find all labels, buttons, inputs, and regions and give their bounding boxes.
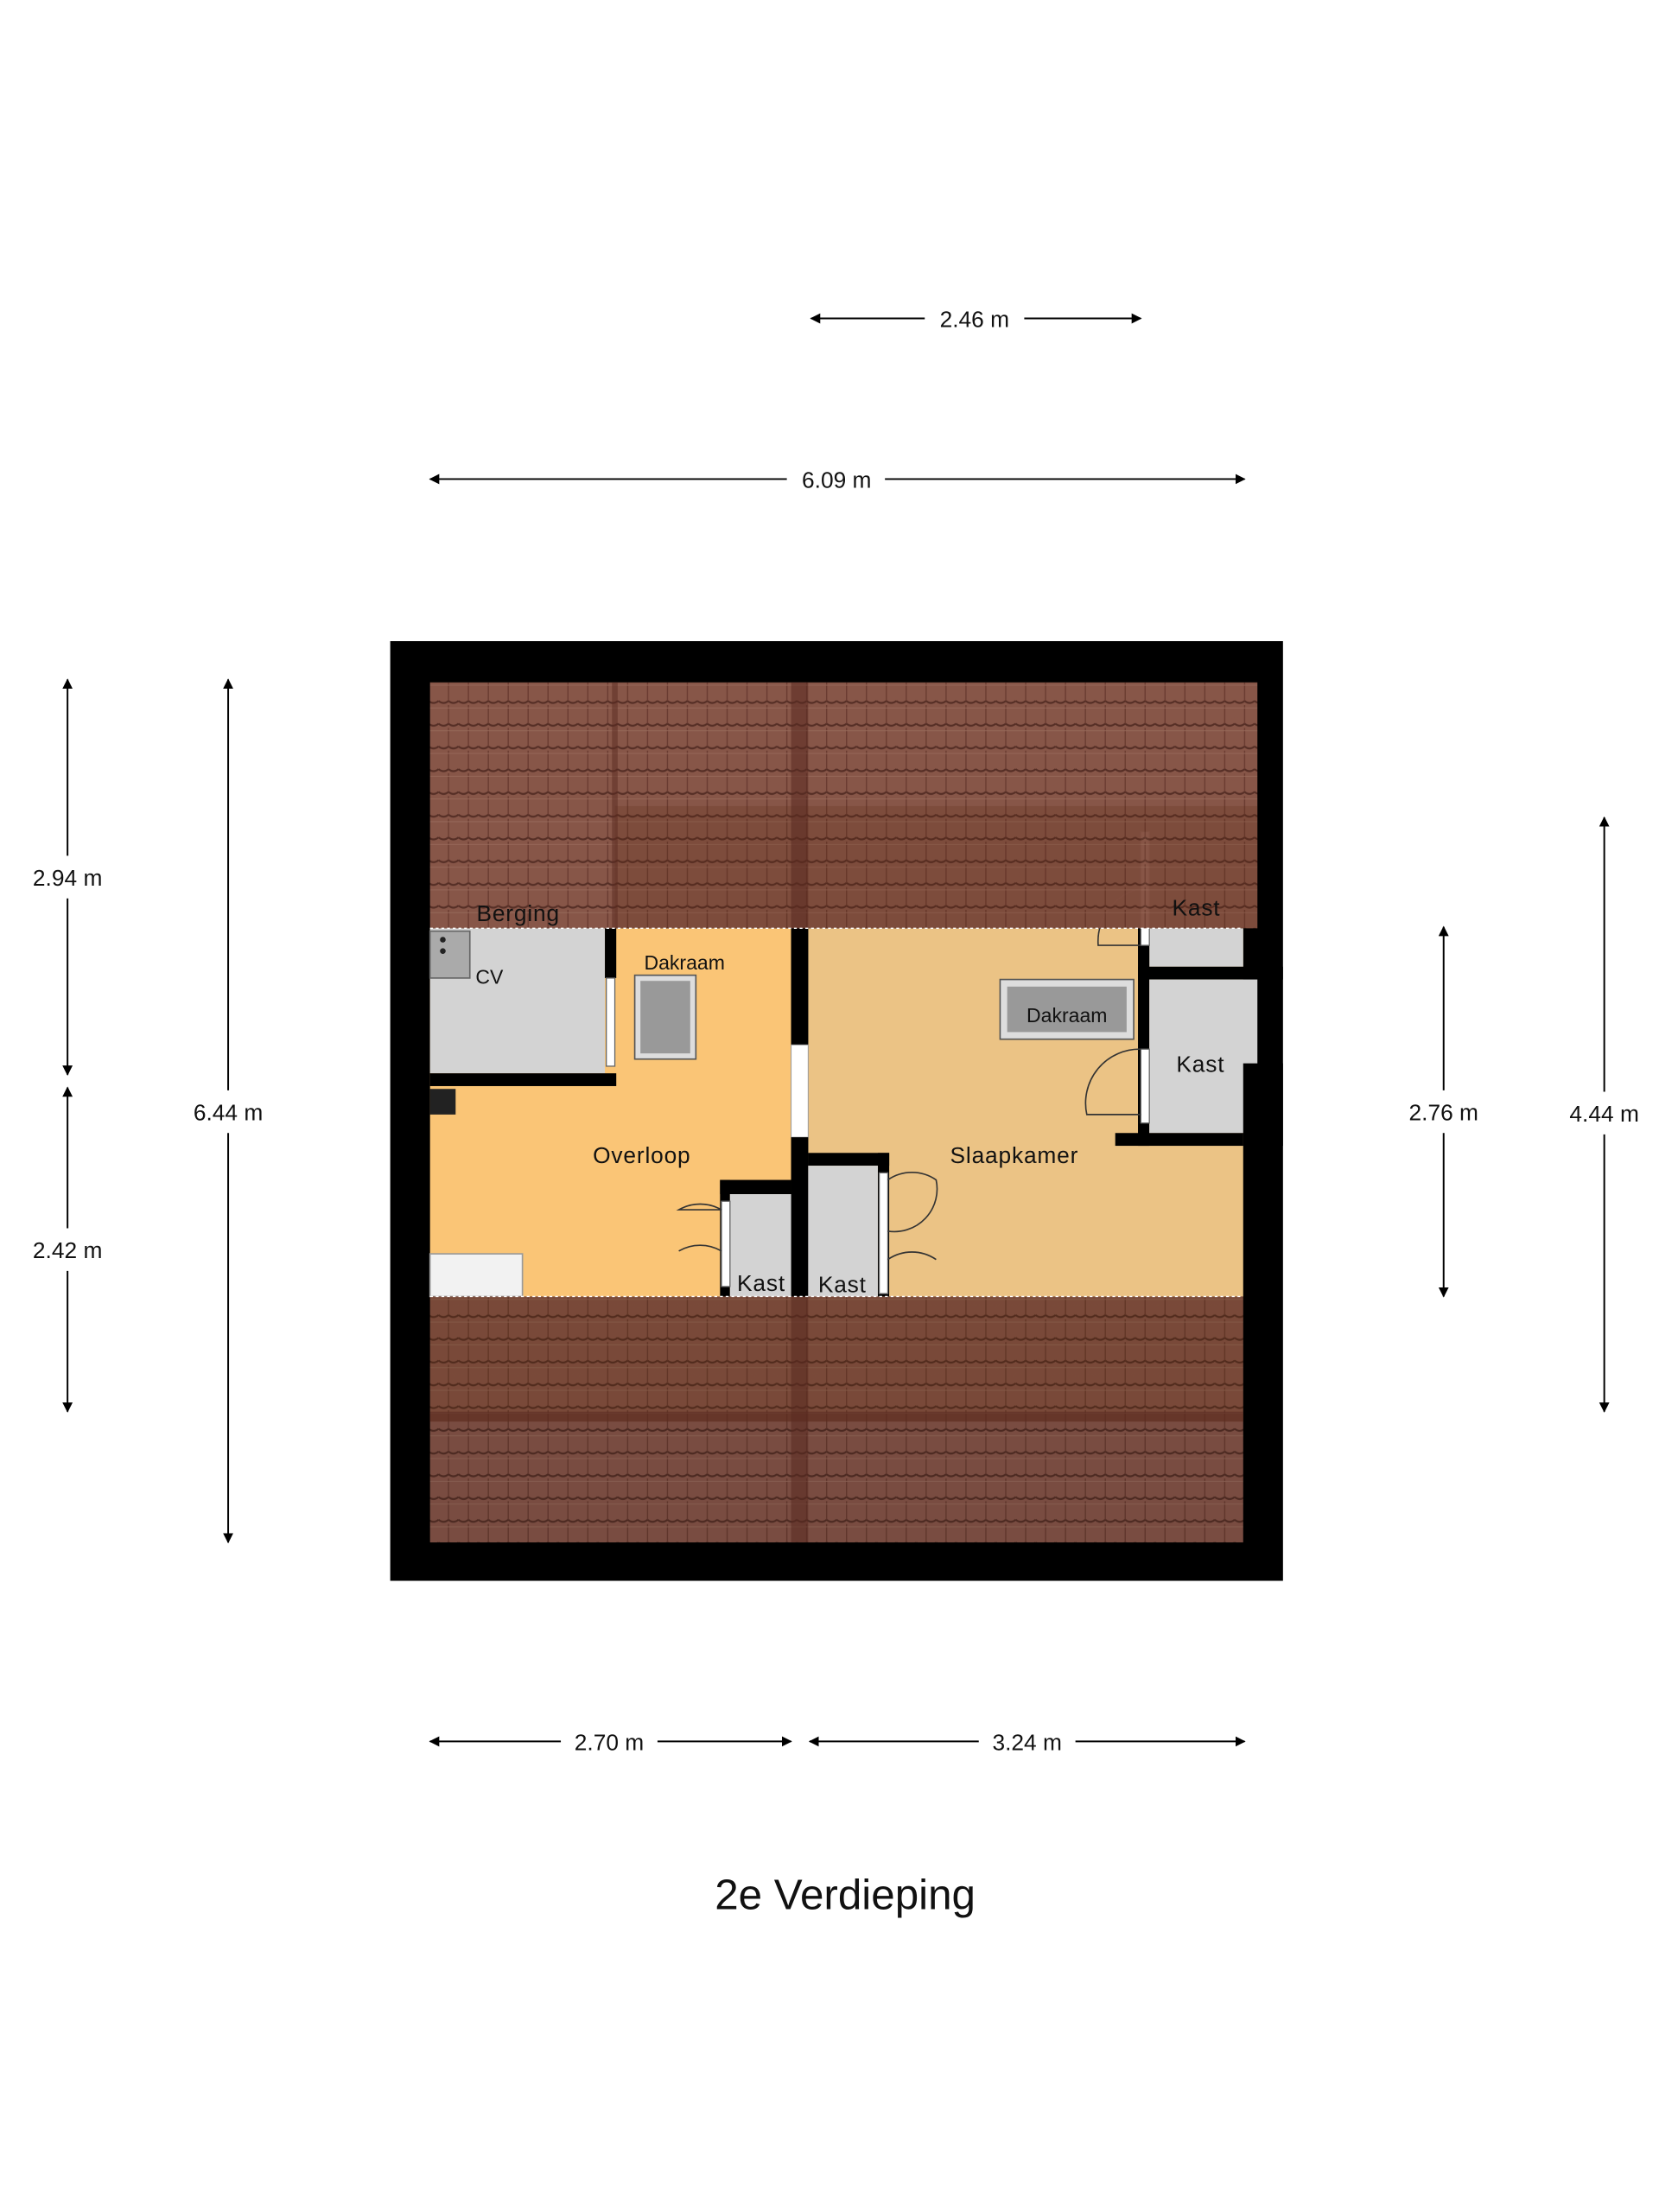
wall: [791, 928, 809, 1046]
wall: [605, 928, 617, 978]
label-cv: CV: [475, 966, 504, 988]
dim-top-total: 6.09 m: [802, 467, 871, 493]
door-berging: [606, 977, 616, 1067]
dim-right-total: 4.44 m: [1569, 1101, 1638, 1127]
roof-top: [429, 682, 1258, 929]
dim-top-inner: 2.46 m: [940, 306, 1009, 332]
label-kast-mid-right: Kast: [1176, 1052, 1224, 1077]
label-slaapkamer: Slaapkamer: [950, 1142, 1079, 1168]
label-kast-top-right: Kast: [1172, 895, 1220, 921]
kast-left-floor: [729, 1194, 791, 1297]
floor-title: 2e Verdieping: [715, 1872, 976, 1919]
roof-ridge: [429, 1411, 1243, 1422]
dim-left-top: 2.94 m: [33, 865, 102, 891]
kast-mid-right-door: [1140, 1048, 1150, 1124]
stairwell-opening: [791, 1044, 809, 1138]
label-dakraam-left: Dakraam: [644, 951, 724, 974]
dim-left-total: 6.44 m: [194, 1099, 263, 1125]
cv-unit-icon: [429, 930, 471, 979]
label-overloop: Overloop: [593, 1142, 690, 1168]
kast-center-floor: [808, 1166, 878, 1297]
chimney: [429, 1089, 456, 1115]
label-kast-center: Kast: [818, 1272, 867, 1298]
dim-left-bottom: 2.42 m: [33, 1237, 102, 1263]
kast-center-door: [878, 1172, 889, 1294]
label-kast-left: Kast: [737, 1270, 785, 1296]
stair-element: [429, 1253, 524, 1298]
wall: [791, 1137, 809, 1297]
kast-mid-right-floor: [1149, 979, 1258, 1134]
label-dakraam-right: Dakraam: [1027, 1004, 1107, 1027]
kast-left-door: [721, 1200, 731, 1287]
wall: [429, 1073, 617, 1086]
dim-bottom-left: 2.70 m: [575, 1729, 644, 1755]
dim-right-inner: 2.76 m: [1409, 1099, 1478, 1125]
dim-bottom-right: 3.24 m: [992, 1729, 1061, 1755]
kast-top-right-floor: [1149, 928, 1243, 967]
label-berging: Berging: [476, 900, 559, 926]
